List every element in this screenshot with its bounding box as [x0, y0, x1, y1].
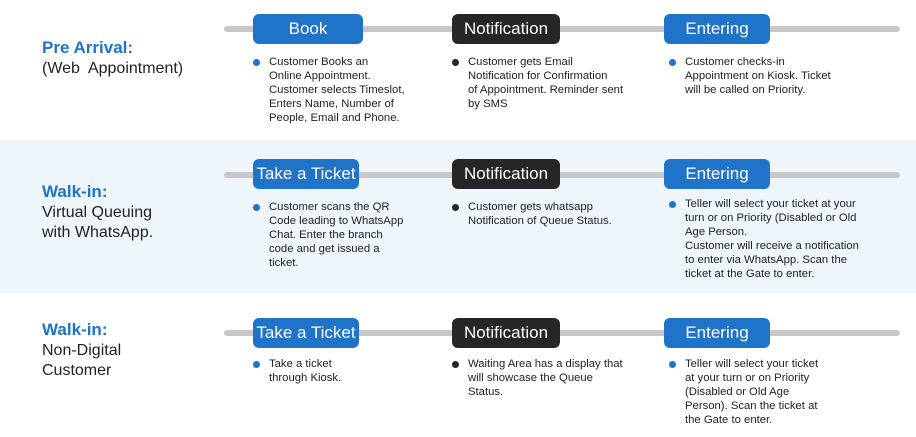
- timeline-track: [224, 172, 900, 178]
- step-pill: Book: [253, 14, 363, 44]
- step-pill: Notification: [452, 14, 560, 44]
- step-pill: Entering: [664, 14, 770, 44]
- step-pill: Entering: [664, 318, 770, 348]
- row-subtitle: Non-Digital Customer: [42, 342, 122, 379]
- bullet-icon: [452, 204, 459, 211]
- step-pill: Notification: [452, 159, 560, 189]
- bullet-icon: [452, 361, 459, 368]
- timeline-track: [224, 330, 900, 336]
- step-pill: Take a Ticket: [253, 318, 359, 348]
- bullet-icon: [253, 59, 260, 66]
- bullet-icon: [253, 204, 260, 211]
- row-title: Walk-in:: [42, 182, 108, 201]
- bullet-icon: [253, 361, 260, 368]
- row-title: Walk-in:: [42, 320, 108, 339]
- step-pill: Entering: [664, 159, 770, 189]
- bullet-icon: [669, 361, 676, 368]
- bullet-icon: [452, 59, 459, 66]
- bullet-icon: [669, 201, 676, 208]
- row-subtitle: Virtual Queuing with WhatsApp.: [42, 204, 154, 241]
- step-pill: Notification: [452, 318, 560, 348]
- step-pill: Take a Ticket: [253, 159, 359, 189]
- timeline-track: [224, 26, 900, 32]
- row-title: Pre Arrival:: [42, 38, 134, 57]
- bullet-icon: [669, 59, 676, 66]
- row-subtitle: (Web Appointment): [42, 60, 184, 77]
